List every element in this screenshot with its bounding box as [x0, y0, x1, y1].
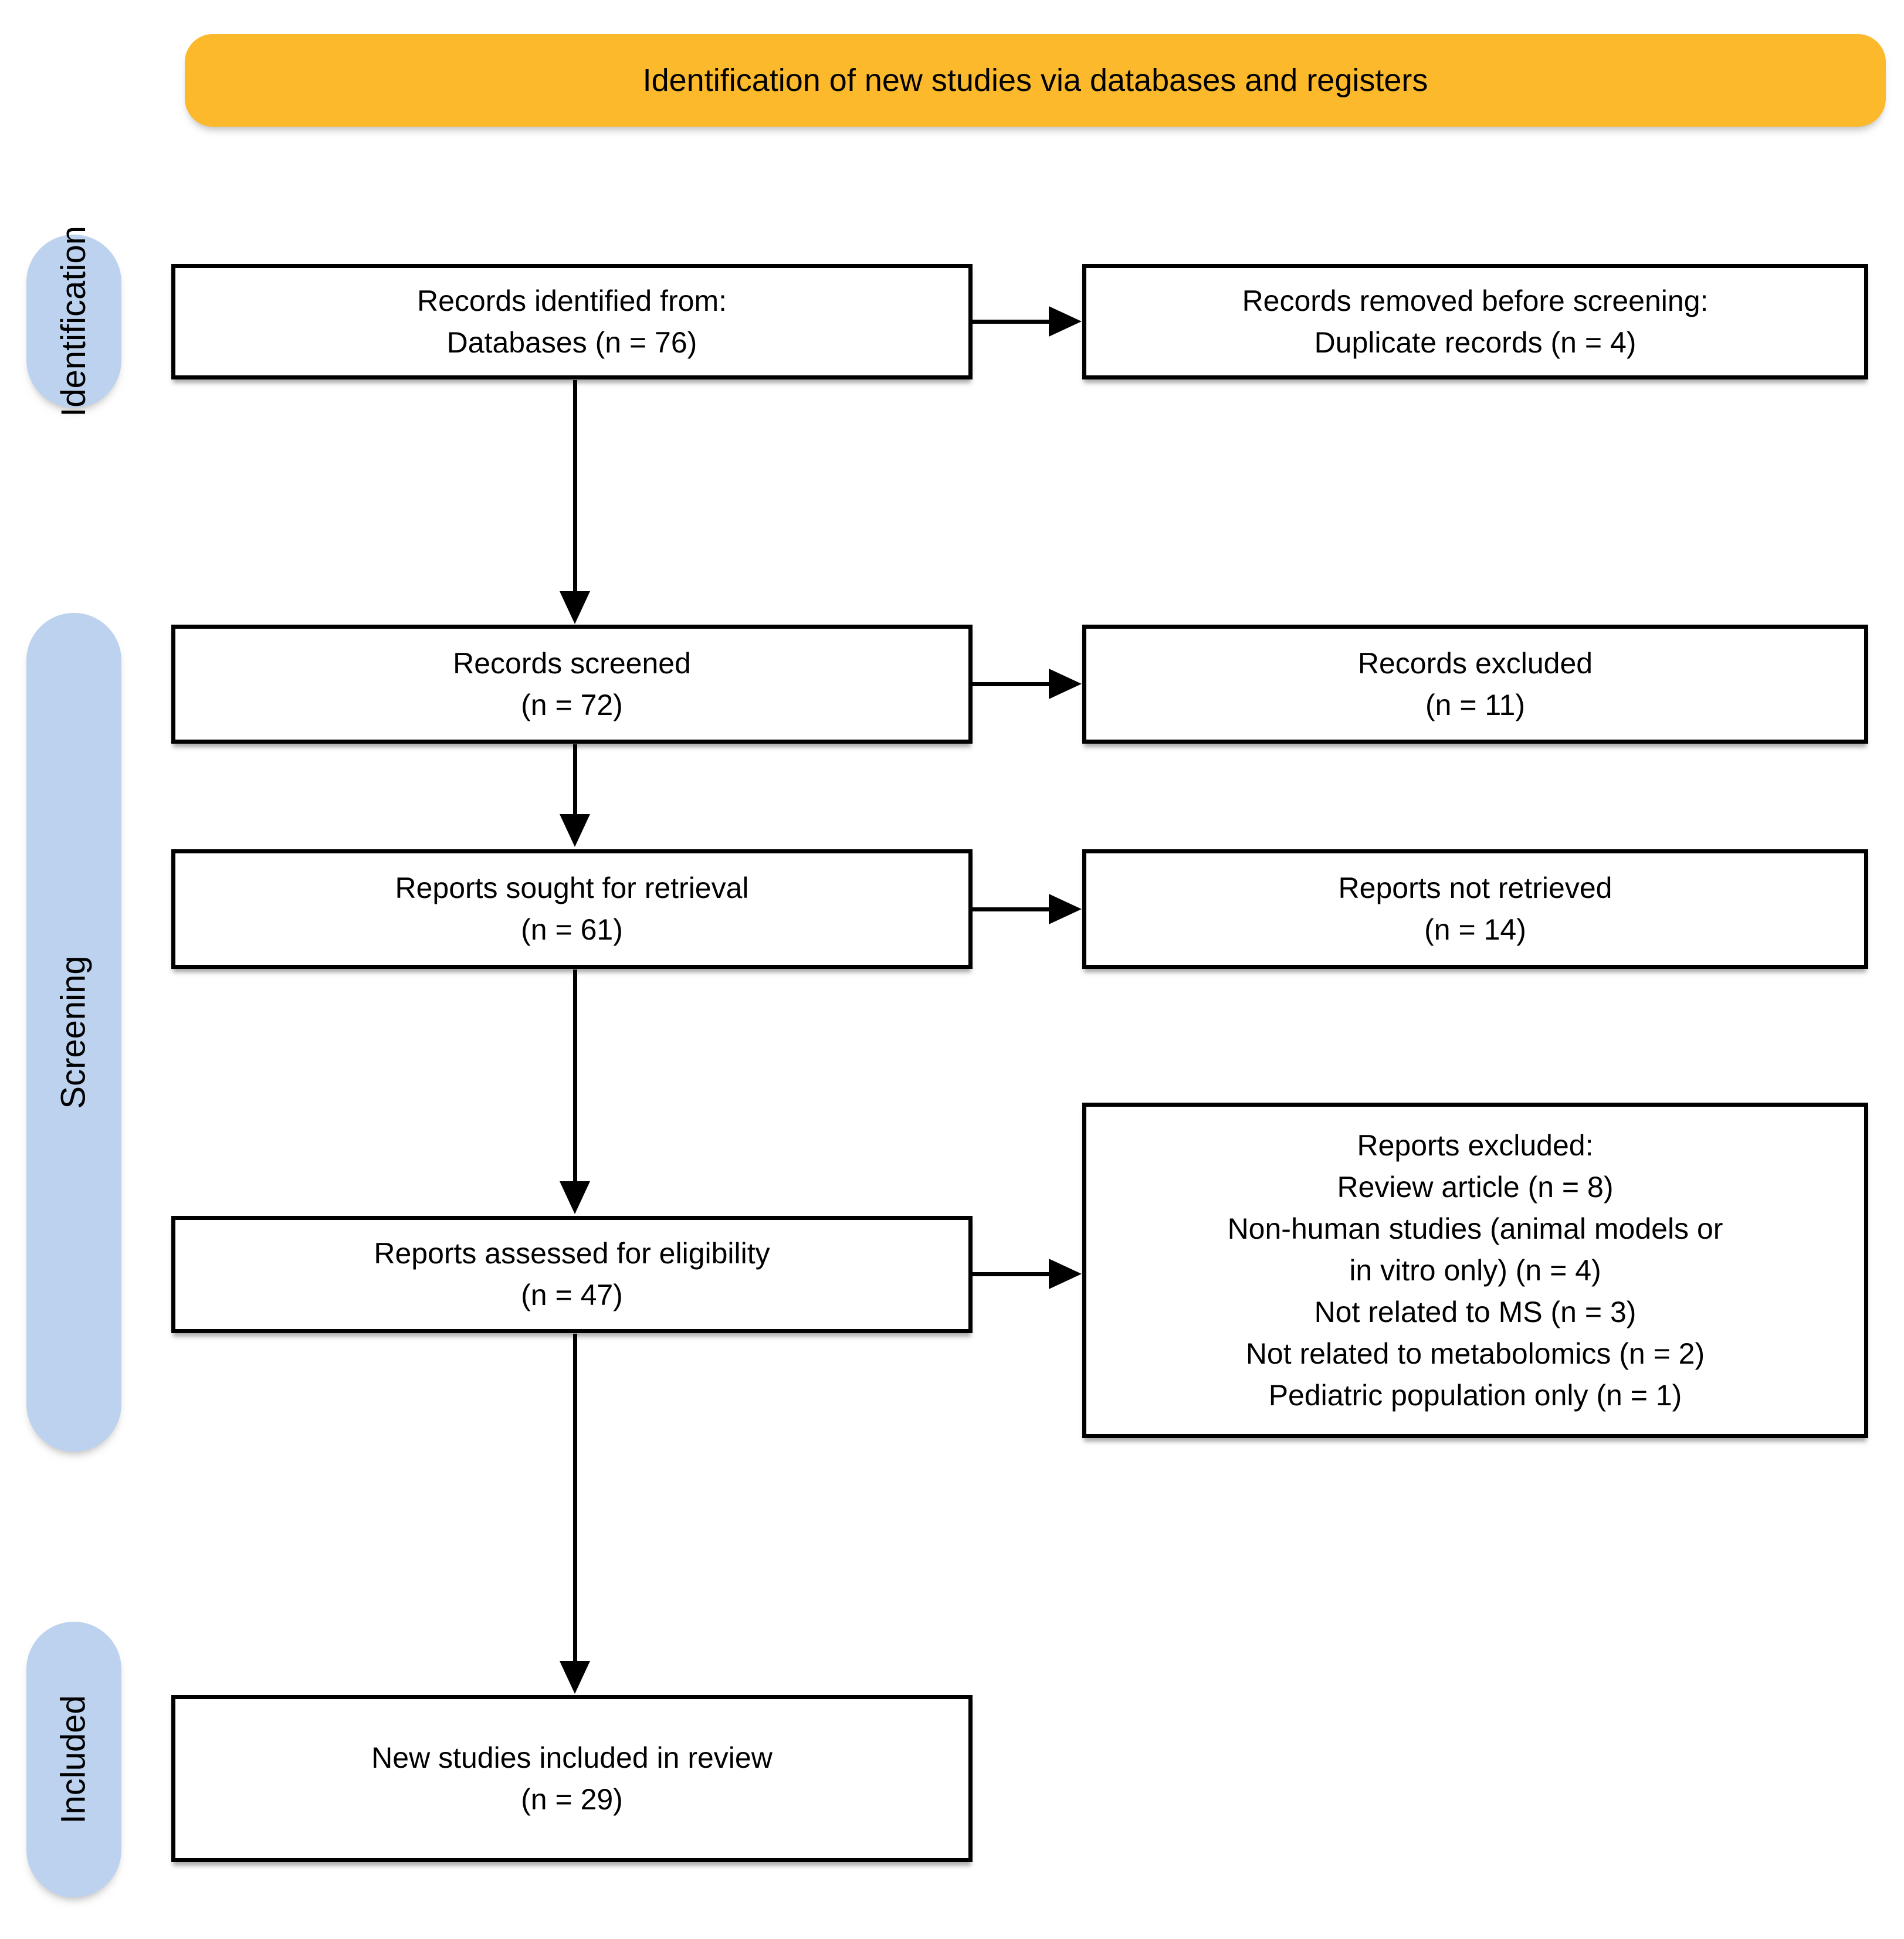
- arrow-head-down-icon: [560, 1661, 590, 1694]
- stage-pill-identification: Identification: [26, 226, 121, 416]
- arrow-head-down-icon: [560, 591, 590, 624]
- box-reports-excluded-reasons: Reports excluded: Review article (n = 8)…: [1082, 1103, 1868, 1438]
- arrow-head-right-icon: [1049, 669, 1082, 699]
- arrow-line: [573, 380, 577, 591]
- arrow-line: [973, 320, 1049, 324]
- arrow-line: [973, 907, 1049, 911]
- stage-label-screening: Screening: [55, 955, 93, 1109]
- arrow-line: [573, 1334, 577, 1661]
- banner-title: Identification of new studies via databa…: [642, 63, 1428, 98]
- arrow-line: [973, 682, 1049, 686]
- arrow-head-down-icon: [560, 1181, 590, 1214]
- stage-pill-screening: Screening: [26, 613, 121, 1452]
- arrow-head-right-icon: [1049, 894, 1082, 924]
- box-records-screened: Records screened (n = 72): [171, 625, 973, 744]
- box-records-removed-before-screening: Records removed before screening: Duplic…: [1082, 264, 1868, 379]
- stage-label-included: Included: [55, 1695, 93, 1824]
- stage-label-identification: Identification: [55, 225, 93, 417]
- box-new-studies-included-in-review: New studies included in review (n = 29): [171, 1695, 973, 1862]
- banner-identification-of-new-studies: Identification of new studies via databa…: [185, 34, 1886, 127]
- arrow-line: [573, 970, 577, 1181]
- box-reports-not-retrieved: Reports not retrieved (n = 14): [1082, 849, 1868, 969]
- box-reports-assessed-for-eligibility: Reports assessed for eligibility (n = 47…: [171, 1216, 973, 1333]
- arrow-line: [973, 1272, 1049, 1276]
- box-records-identified: Records identified from: Databases (n = …: [171, 264, 973, 379]
- box-reports-sought-for-retrieval: Reports sought for retrieval (n = 61): [171, 849, 973, 969]
- arrow-head-down-icon: [560, 814, 590, 847]
- stage-pill-included: Included: [26, 1622, 121, 1897]
- arrow-line: [573, 744, 577, 814]
- arrow-head-right-icon: [1049, 306, 1082, 337]
- arrow-head-right-icon: [1049, 1259, 1082, 1289]
- box-records-excluded: Records excluded (n = 11): [1082, 625, 1868, 744]
